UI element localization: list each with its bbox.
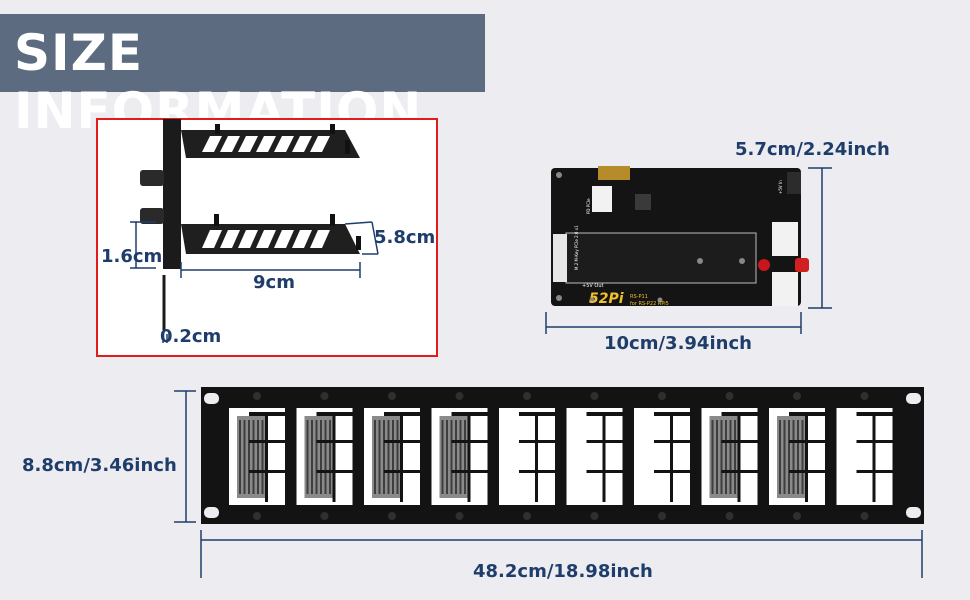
bracket-screw [140,208,164,224]
bracket-depth-label: 5.8cm [374,227,436,248]
board-m2-slot [565,232,757,284]
board-width-label: 10cm/3.94inch [604,333,752,354]
panel-bay [769,392,825,520]
panel-ear-hole [204,507,219,518]
board-figure: 52Pi RS-P11 for RS-P22 RPi5 +5V Out M.2 … [545,166,832,334]
panel-width-label: 48.2cm/18.98inch [473,561,653,582]
bracket-height-label: 1.6cm [101,246,163,267]
board-led-lens [795,258,809,272]
panel-height-label: 8.8cm/3.46inch [22,455,177,476]
panel-bay [634,392,690,520]
panel-bay [364,392,420,520]
panel-bay [431,392,488,520]
bracket-figure [96,118,438,357]
board-connector [772,222,798,256]
panel-ear-hole [906,507,921,518]
bracket-thickness-label: 0.2cm [160,326,222,347]
board-usb-port [787,172,801,194]
board-connector [772,272,798,306]
panel-bay [566,392,623,520]
bracket-frame [96,118,438,357]
panel-bay [701,392,758,520]
board-silk-poe: PD PCIe [586,198,591,214]
board-fpc-connector [592,186,612,212]
bracket-dimension-lines [130,221,379,343]
board-chip [635,194,651,210]
panel-bay [499,392,555,520]
board-m2-connector [553,234,567,282]
bracket-screw [140,170,164,186]
board-dimension-lines [545,167,832,334]
bracket-top-shelf [181,124,360,158]
panel-bay [229,392,285,520]
board-header-pins [598,166,630,180]
panel-bay [296,392,353,520]
panel-dimension-lines [174,390,923,578]
bracket-plate [163,119,181,269]
panel-bay [836,392,893,520]
board-silk-5vin: +5V In [778,180,783,194]
board-subtitle-text: for RS-P22 RPi5 [630,301,669,307]
panel-ear-hole [204,393,219,404]
board-led [758,259,770,271]
bracket-width-label: 9cm [253,272,295,293]
panel-ear-hole [906,393,921,404]
board-silk-5v: +5V Out [582,283,603,289]
board-silk-m2: M.2 M-Key PCIe 2.0 x1 [574,225,579,270]
panel-bays [229,392,893,520]
board-model-text: RS-P11 [630,294,648,300]
board-height-label: 5.7cm/2.24inch [735,139,890,160]
panel-figure [174,387,924,578]
bracket-bottom-shelf [181,214,361,254]
board-brand-text: 52Pi [589,291,624,307]
